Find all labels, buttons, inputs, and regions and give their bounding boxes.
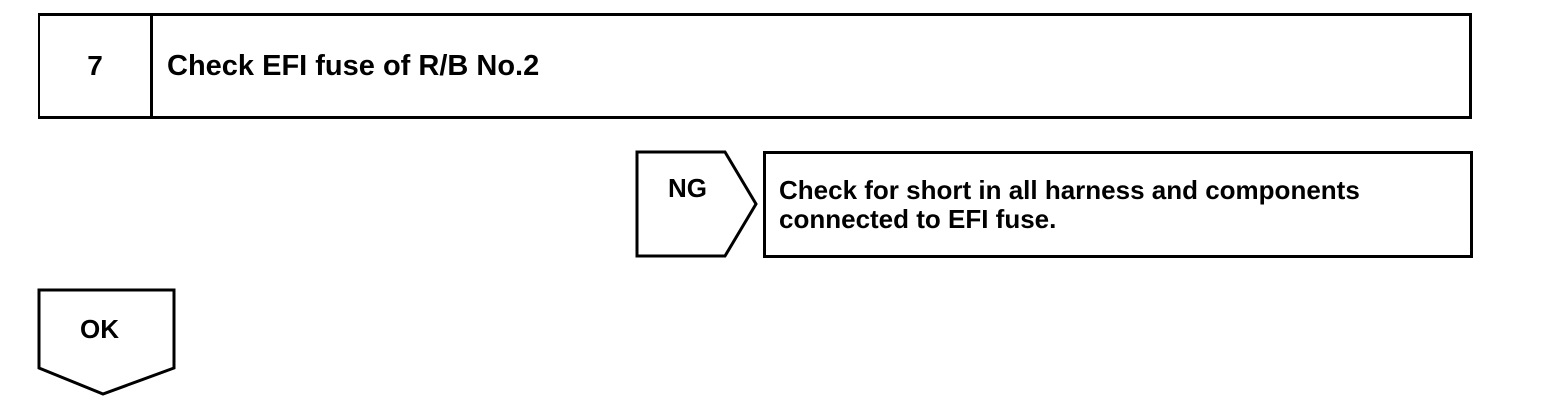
step-title: Check EFI fuse of R/B No.2 [167, 49, 540, 82]
step-box: 7 Check EFI fuse of R/B No.2 [38, 13, 1472, 119]
ng-label: NG [668, 173, 707, 203]
ng-result-line-2: connected to EFI fuse. [779, 204, 1057, 234]
step-number: 7 [40, 16, 153, 116]
ng-result-line-1: Check for short in all harness and compo… [779, 175, 1360, 205]
ng-result-box: Check for short in all harness and compo… [763, 151, 1473, 258]
ok-arrow-shape [37, 288, 176, 396]
ng-arrow-shape [635, 150, 758, 258]
ok-label: OK [80, 314, 119, 344]
